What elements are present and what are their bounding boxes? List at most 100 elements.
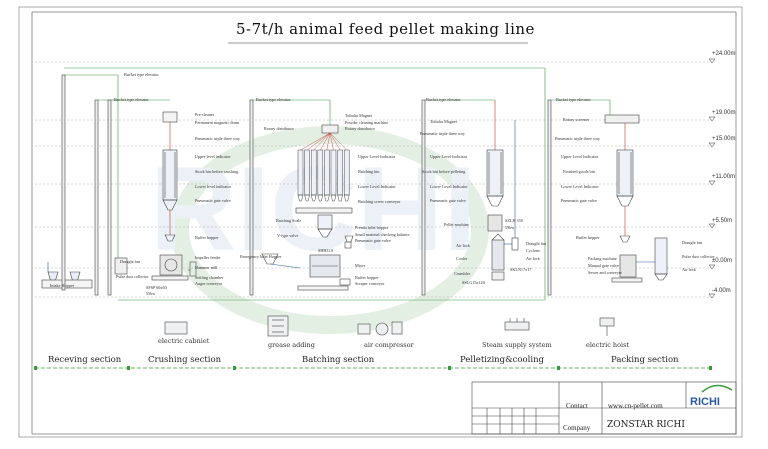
label: Premix inlet hopper xyxy=(355,225,389,230)
aux-grease-adding: grease adding xyxy=(268,341,315,349)
electric-cabinet-icon xyxy=(164,321,188,335)
label: Air lock xyxy=(526,256,540,261)
aux-steam-supply: Steam supply system xyxy=(482,341,552,349)
label: Bucket type elevator xyxy=(556,97,591,102)
label: Upper Level Indicator xyxy=(430,154,468,159)
contact-label: Contact xyxy=(566,402,588,410)
aux-icons xyxy=(164,315,615,337)
section-pelletizing: Pelletizing&cooling xyxy=(460,355,544,365)
label: Pneumatic triple three way xyxy=(195,136,240,141)
packing-equipment xyxy=(547,99,668,296)
elevation-label: -4.00m xyxy=(712,288,731,294)
inner-border xyxy=(31,11,737,435)
website: www.cn-pellet.com xyxy=(608,402,663,410)
section-dividers xyxy=(34,366,712,370)
crushing-equipment xyxy=(107,99,197,296)
label: Bucket type elevator xyxy=(124,72,159,77)
label: Batching bin xyxy=(358,169,380,174)
model-label: 55kw xyxy=(146,291,156,296)
bin-hopper xyxy=(317,194,324,202)
elevation-label: +24.00m xyxy=(712,51,736,57)
batching-bin xyxy=(297,149,304,196)
label: Permanent magnetic drum xyxy=(195,120,240,125)
label: Tubular Magnet xyxy=(430,119,457,124)
model-label: SZLH 350 xyxy=(505,218,523,223)
distributor-pipe xyxy=(300,132,331,151)
distributor-pipe xyxy=(326,132,331,151)
label: Pre-cleaner xyxy=(195,112,215,117)
label: Tubular Magnet xyxy=(345,113,372,118)
label: Lower Level Indicator xyxy=(430,184,468,189)
batching-equipment xyxy=(249,99,354,296)
label: Pulse dust collector xyxy=(116,274,149,279)
distributor-pipe xyxy=(329,132,334,151)
company-name: ZONSTAR RICHI xyxy=(607,420,685,430)
label: Rotary screener xyxy=(563,117,590,122)
batching-bin xyxy=(317,149,324,196)
steam-system-icon xyxy=(504,321,530,331)
model-label: SHHJ1.0 xyxy=(318,248,334,253)
label: Manual gate valve xyxy=(588,263,619,268)
batching-bin xyxy=(324,149,330,196)
elevation-label: +5.50m xyxy=(712,218,733,224)
elevation-lines xyxy=(35,61,712,298)
label: Draught fan xyxy=(526,241,547,246)
section-crushing: Crushing section xyxy=(148,355,222,365)
model-label: SSLG15x120 xyxy=(462,280,485,285)
label: Finished goods bin xyxy=(563,169,595,174)
label: Intake Hopper xyxy=(50,283,75,288)
bin-hopper xyxy=(310,194,317,202)
label: Sewer and conveyer xyxy=(588,270,622,275)
label: Stock bin before crushing xyxy=(195,169,239,174)
label: Buffer hopper xyxy=(355,275,379,280)
label: V-type valve xyxy=(277,233,299,238)
label: Pneumatic gate valve xyxy=(195,198,231,203)
batching-bin xyxy=(343,149,350,196)
label: Rotary distributor xyxy=(264,126,294,131)
distributor-pipe xyxy=(329,132,341,151)
company-label: Company xyxy=(563,424,591,432)
receiving-equipment xyxy=(41,74,128,296)
label: Upper Level Indicator xyxy=(358,154,396,159)
section-batching: Batching section xyxy=(302,355,375,365)
model-label: 55kw xyxy=(505,225,515,230)
label: Batching Scale xyxy=(276,218,302,223)
distributor-pipe xyxy=(329,132,347,151)
label: Small material checking balance xyxy=(355,232,410,237)
bin-hopper xyxy=(343,194,350,202)
label: Draught fan xyxy=(120,259,141,264)
bin-hopper xyxy=(330,194,337,202)
aux-electric-cabinet: electric cabniet xyxy=(158,337,210,345)
label: Buffer hopper xyxy=(576,235,600,240)
batching-bin xyxy=(304,149,310,196)
bin-hopper xyxy=(337,194,343,202)
richi-logo xyxy=(701,384,733,393)
label: Rotary distributor xyxy=(345,126,375,131)
label: Bucket type elevator xyxy=(114,97,149,102)
label: Pneumatic gate valve xyxy=(355,238,391,243)
label: Lower Level Indicator xyxy=(561,184,599,189)
diagram-title: 5-7t/h animal feed pellet making line xyxy=(236,20,535,38)
label: Auger conveyor xyxy=(195,281,223,286)
section-packing: Packing section xyxy=(611,355,679,365)
label: Packing machine xyxy=(588,256,617,261)
label: Upper level indicator xyxy=(195,154,231,159)
batching-bin xyxy=(330,149,337,196)
label: Impeller feeder xyxy=(195,255,221,260)
model-label: SKLN17x17 xyxy=(510,267,532,272)
aux-air-compressor: air compressor xyxy=(364,341,414,349)
label: Pellet machine xyxy=(444,222,469,227)
model-label: SFSP 60x60 xyxy=(146,285,167,290)
pelletizing-equipment xyxy=(421,99,519,296)
label: Lower Level Indicator xyxy=(358,184,396,189)
section-receiving: Receving section xyxy=(48,355,122,365)
label: Buffer hopper xyxy=(195,235,219,240)
label: Pneumatic triple three way xyxy=(555,136,600,141)
batching-bin xyxy=(310,149,317,196)
label: Mixer xyxy=(355,263,366,268)
outer-border xyxy=(18,6,743,438)
elevation-label: +19.00m xyxy=(712,110,736,116)
label: Pneumatic gate valve xyxy=(561,198,597,203)
label: Bucket type elevator xyxy=(426,97,461,102)
